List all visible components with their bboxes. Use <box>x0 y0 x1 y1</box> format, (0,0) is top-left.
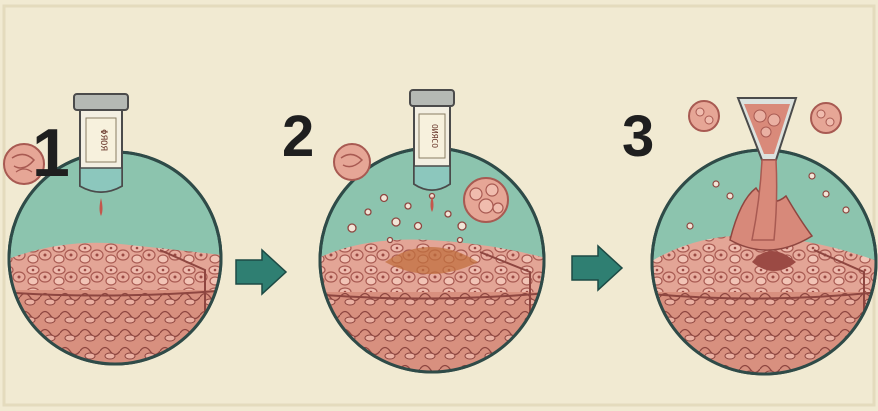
step-2-panel: ОИЯСО 2 <box>282 90 570 382</box>
step-3-number: 3 <box>622 104 654 169</box>
vial-label: ΦЯОЯ <box>98 129 108 151</box>
step-2-number: 2 <box>282 104 314 169</box>
step-1-tissue-block <box>0 243 240 380</box>
vial-label: ОИЯСО <box>430 124 439 148</box>
cell-cluster-icon <box>464 178 508 222</box>
arrow-right-icon <box>572 246 622 290</box>
step-3-panel: 3 <box>622 98 878 384</box>
cell-cluster-icon <box>811 103 841 133</box>
step-1-panel: ΦЯОЯ 1 <box>0 94 240 380</box>
cell-cluster-icon <box>689 101 719 131</box>
cell-cluster-icon <box>334 144 370 180</box>
step-2-tissue-block <box>300 239 570 382</box>
arrow-right-icon <box>236 250 286 294</box>
step-1-number: 1 <box>32 115 70 191</box>
